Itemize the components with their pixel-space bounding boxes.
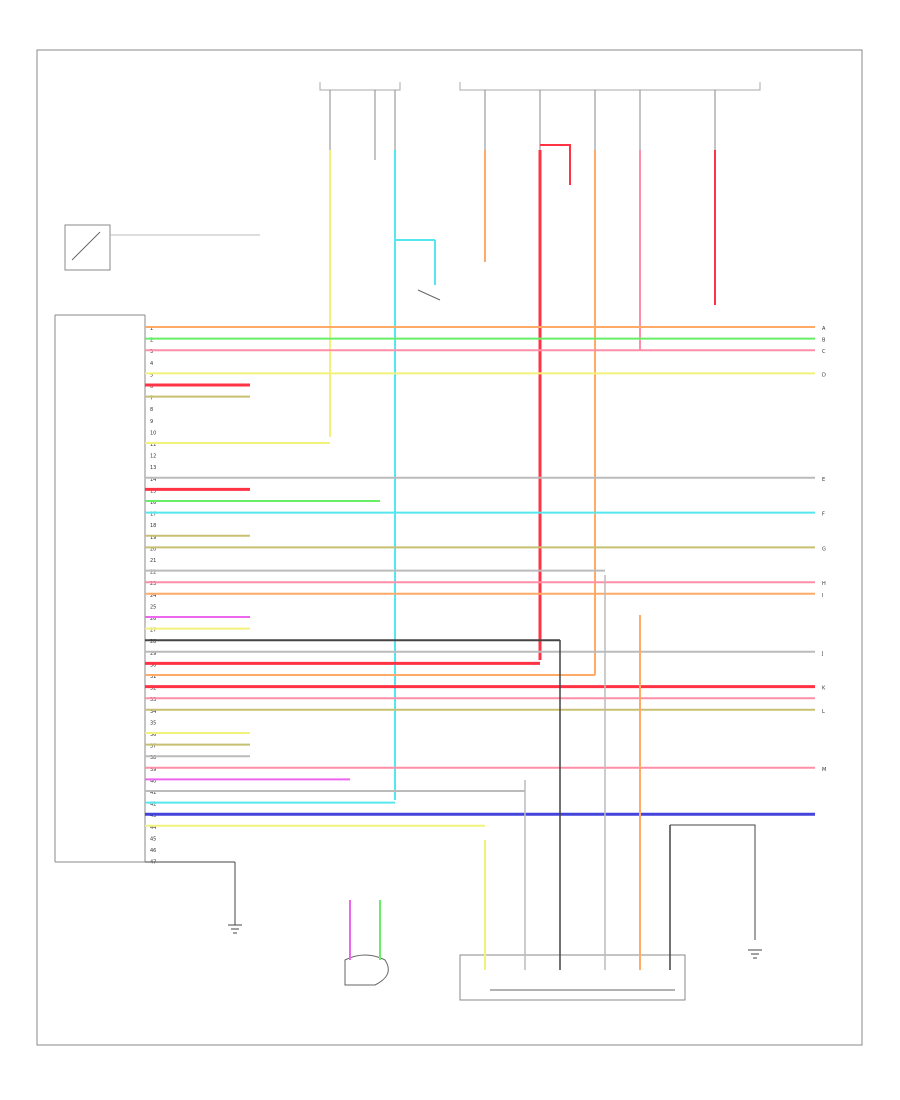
pcm-pin-label: 29 bbox=[150, 651, 156, 657]
right-end-marker: L bbox=[822, 709, 825, 715]
pcm-pin-label: 11 bbox=[150, 442, 156, 448]
right-end-markers: ABC D E F G HI J K L M bbox=[821, 326, 826, 773]
pcm-pin-label: 38 bbox=[150, 755, 156, 761]
right-end-marker: J bbox=[821, 651, 823, 657]
pcm-pin-label: 6 bbox=[150, 384, 153, 390]
pcm-pin-label: 31 bbox=[150, 674, 156, 680]
pcm-pin-label: 37 bbox=[150, 744, 156, 750]
pcm-pin-label: 44 bbox=[150, 825, 156, 831]
vertical-wires bbox=[329, 144, 716, 800]
switch-top-left bbox=[64, 224, 260, 271]
pcm-pin-label: 36 bbox=[150, 732, 156, 738]
right-end-marker: H bbox=[822, 581, 826, 587]
pcm-pin-label: 30 bbox=[150, 662, 156, 668]
pcm-pin-label: 16 bbox=[150, 500, 156, 506]
pcm-pin-label: 23 bbox=[150, 581, 156, 587]
right-end-marker: E bbox=[822, 477, 825, 483]
pcm-pin-label: 22 bbox=[150, 570, 156, 576]
pcm-pin-label: 25 bbox=[150, 604, 156, 610]
pcm-pin-label: 42 bbox=[150, 802, 156, 808]
pcm-pin-label: 20 bbox=[150, 546, 156, 552]
pcm-pin-label: 21 bbox=[150, 558, 156, 564]
pcm-pin-label: 13 bbox=[150, 465, 156, 471]
pcm-pin-label: 17 bbox=[150, 512, 156, 518]
pcm-pin-label: 34 bbox=[150, 709, 156, 715]
right-end-marker: K bbox=[822, 686, 826, 692]
right-end-marker: B bbox=[822, 338, 826, 344]
pcm-module bbox=[54, 314, 146, 863]
horizontal-wires bbox=[145, 326, 815, 827]
pcm-pin-label: 4 bbox=[150, 361, 153, 367]
ground-bottom-left bbox=[145, 861, 242, 934]
pcm-pin-labels: 1234567891011121314151617181920212223242… bbox=[150, 326, 156, 866]
pcm-pin-label: 1 bbox=[150, 326, 153, 332]
pcm-pin-label: 24 bbox=[150, 593, 156, 599]
pcm-pin-label: 40 bbox=[150, 778, 156, 784]
right-end-marker: G bbox=[822, 546, 826, 552]
pcm-pin-label: 33 bbox=[150, 697, 156, 703]
pcm-pin-label: 41 bbox=[150, 790, 156, 796]
pcm-pin-label: 8 bbox=[150, 407, 153, 413]
sensor-bottom-center bbox=[344, 900, 389, 986]
pcm-pin-label: 47 bbox=[150, 860, 156, 866]
pcm-pin-label: 27 bbox=[150, 628, 156, 634]
right-end-marker: I bbox=[822, 593, 823, 599]
ground-bottom-right bbox=[748, 949, 762, 959]
pcm-pin-label: 35 bbox=[150, 720, 156, 726]
pcm-pin-label: 46 bbox=[150, 848, 156, 854]
right-end-marker: M bbox=[822, 767, 826, 773]
pcm-pin-label: 12 bbox=[150, 454, 156, 460]
fuse-block-right bbox=[459, 82, 761, 160]
sensor-ground-center bbox=[395, 239, 441, 301]
pcm-pin-label: 15 bbox=[150, 488, 156, 494]
pcm-pin-label: 39 bbox=[150, 767, 156, 773]
pcm-pin-label: 14 bbox=[150, 477, 156, 483]
right-end-marker: F bbox=[822, 512, 825, 518]
pcm-pin-label: 43 bbox=[150, 813, 156, 819]
right-end-marker: D bbox=[822, 372, 826, 378]
pcm-pin-label: 9 bbox=[150, 419, 153, 425]
pcm-pin-label: 18 bbox=[150, 523, 156, 529]
pcm-pin-label: 7 bbox=[150, 396, 153, 402]
pcm-pin-label: 32 bbox=[150, 686, 156, 692]
pcm-pin-label: 19 bbox=[150, 535, 156, 541]
pcm-pin-label: 45 bbox=[150, 836, 156, 842]
right-end-marker: C bbox=[822, 349, 826, 355]
switch-block-bottom bbox=[459, 575, 756, 1001]
pcm-pin-label: 26 bbox=[150, 616, 156, 622]
pcm-pin-label: 2 bbox=[150, 338, 153, 344]
pcm-pin-label: 5 bbox=[150, 372, 153, 378]
pcm-pin-label: 3 bbox=[150, 349, 153, 355]
fuse-block-left bbox=[319, 82, 401, 160]
right-end-marker: A bbox=[822, 326, 826, 332]
pcm-pin-label: 28 bbox=[150, 639, 156, 645]
diagram-frame bbox=[36, 49, 863, 1046]
pcm-pin-label: 10 bbox=[150, 430, 156, 436]
